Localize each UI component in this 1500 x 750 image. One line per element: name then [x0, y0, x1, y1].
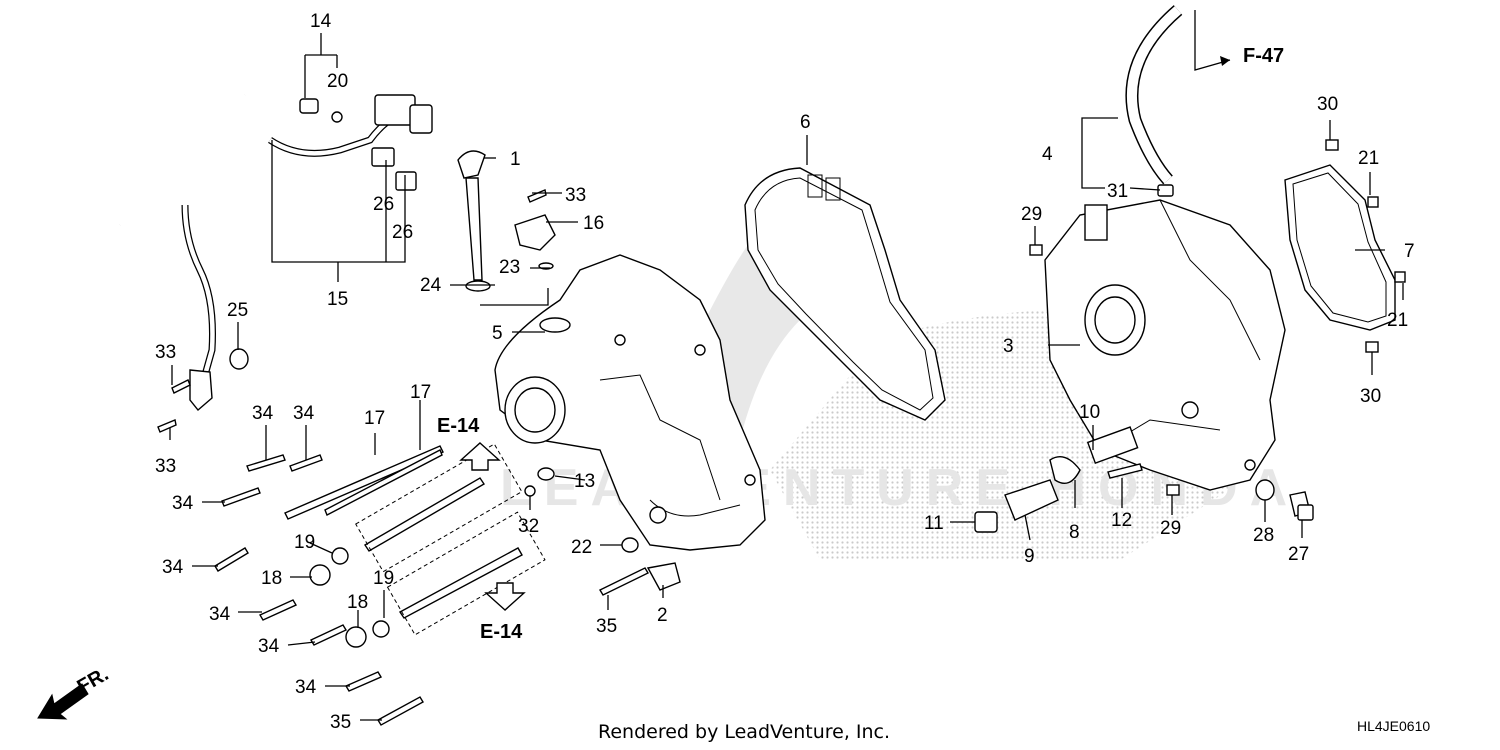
callout-14: 14	[310, 11, 332, 32]
callout-4: 4	[1042, 144, 1053, 165]
wire-harness	[119, 87, 433, 412]
callout-31: 31	[1107, 181, 1128, 202]
callouts: 1 2 3 4 5 6 7 8 9 10 11 12 13 14 15 16 1…	[155, 11, 1415, 733]
callout-19b: 19	[373, 568, 394, 589]
callout-30b: 30	[1360, 386, 1381, 407]
callout-13: 13	[574, 471, 595, 492]
callout-30a: 30	[1317, 94, 1338, 115]
callout-9: 9	[1024, 546, 1035, 567]
callout-28: 28	[1253, 525, 1274, 546]
callout-21a: 21	[1358, 148, 1379, 169]
callout-35b: 35	[330, 712, 351, 733]
callout-16: 16	[583, 213, 604, 234]
callout-18b: 18	[347, 592, 368, 613]
front-case-cover	[494, 254, 766, 551]
callout-11: 11	[924, 513, 944, 534]
callout-33c: 33	[565, 185, 586, 206]
callout-34d: 34	[162, 557, 184, 578]
callout-34f: 34	[258, 636, 280, 657]
callout-35a: 35	[596, 616, 617, 637]
ref-e14-down: E-14	[480, 621, 523, 643]
callout-10: 10	[1079, 402, 1100, 423]
ref-e14-up: E-14	[437, 415, 480, 437]
callout-5: 5	[492, 323, 503, 344]
callout-27: 27	[1288, 544, 1309, 565]
callout-1: 1	[510, 149, 521, 170]
callout-17b: 17	[410, 382, 431, 403]
callout-26b: 26	[392, 222, 413, 243]
callout-25: 25	[227, 300, 248, 321]
side-gasket	[1284, 164, 1396, 331]
diagram-code: HL4JE0610	[1357, 718, 1430, 734]
callout-18a: 18	[261, 568, 282, 589]
hardware	[157, 139, 1406, 726]
leader-lines	[37, 10, 1404, 721]
callout-20: 20	[327, 71, 348, 92]
callout-15: 15	[327, 289, 348, 310]
callout-24: 24	[420, 275, 442, 296]
callout-34a: 34	[252, 403, 274, 424]
callout-8: 8	[1069, 522, 1080, 543]
callout-6: 6	[800, 112, 811, 133]
callout-21b: 21	[1387, 310, 1408, 331]
callout-2: 2	[657, 605, 668, 626]
callout-33b: 33	[155, 456, 176, 477]
callout-12: 12	[1111, 510, 1132, 531]
footer-credit: Rendered by LeadVenture, Inc.	[598, 721, 890, 743]
callout-3: 3	[1003, 336, 1014, 357]
callout-32: 32	[518, 516, 539, 537]
callout-29a: 29	[1021, 204, 1042, 225]
callout-26a: 26	[373, 194, 394, 215]
callout-22: 22	[571, 537, 592, 558]
breather-hose	[1125, 5, 1183, 197]
callout-29b: 29	[1160, 518, 1181, 539]
callout-34b: 34	[293, 403, 315, 424]
callout-23: 23	[499, 257, 520, 278]
callout-33a: 33	[155, 342, 176, 363]
rear-case	[1044, 199, 1286, 491]
callout-34g: 34	[295, 677, 317, 698]
callout-34c: 34	[172, 493, 194, 514]
ref-f47: F-47	[1243, 45, 1284, 67]
callout-7: 7	[1404, 241, 1415, 262]
callout-34e: 34	[209, 604, 231, 625]
callout-17a: 17	[364, 408, 385, 429]
gasket	[744, 167, 946, 421]
callout-19a: 19	[294, 532, 315, 553]
